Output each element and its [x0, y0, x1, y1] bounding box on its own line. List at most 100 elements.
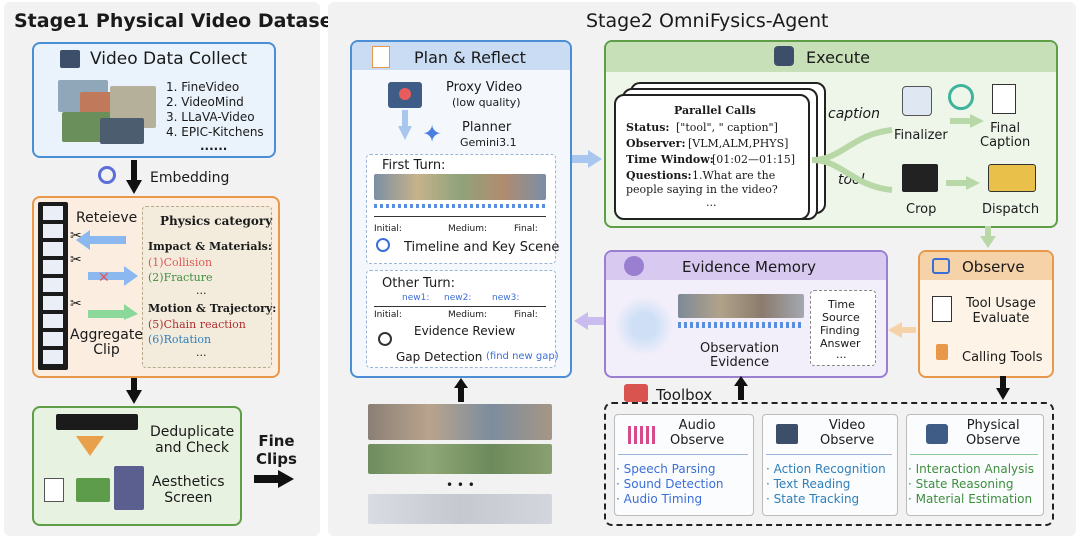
audio-item-1: · Speech Parsing — [616, 462, 716, 476]
timeline-icon — [376, 238, 390, 252]
dedup-label: Deduplicate and Check — [150, 424, 235, 456]
truck-icon — [988, 164, 1036, 192]
physical-observe-title: Physical Observe — [966, 418, 1021, 448]
document-icon — [992, 84, 1016, 114]
retrieve-label: Reteieve — [76, 210, 138, 226]
new3-label: new3: — [492, 293, 520, 303]
card-ellipsis: ... — [706, 196, 717, 209]
finalizer-label: Finalizer — [894, 128, 948, 143]
waveform — [678, 322, 804, 328]
observe-title: Observe — [962, 258, 1025, 276]
down-arrow — [398, 110, 412, 140]
crop-icon — [902, 164, 938, 192]
crop-label: Crop — [906, 202, 937, 217]
left-arrow — [888, 322, 916, 338]
parallel-card — [614, 94, 810, 220]
side-item-more: ... — [836, 348, 847, 361]
first-turn-box — [366, 154, 556, 264]
right-arrow — [950, 114, 984, 128]
proxy-video-sub: (low quality) — [452, 96, 521, 109]
source-3: 3. LLaVA-Video — [166, 110, 255, 124]
divider — [766, 454, 892, 455]
gap-detection-label: Gap Detection — [396, 350, 483, 364]
video-observe-title: Video Observe — [820, 418, 875, 448]
proxy-video-label: Proxy Video — [446, 80, 523, 95]
execute-header — [606, 42, 1056, 72]
other-turn-label: Other Turn: — [382, 276, 455, 291]
branch-arrows — [812, 127, 893, 193]
physics-more2: ... — [196, 346, 207, 359]
physics-item-chain: (5)Chain reaction — [148, 318, 246, 331]
audio-item-3: · Audio Timing — [616, 492, 703, 506]
scissors-icon: ✂ — [70, 252, 82, 268]
svg-text:✕: ✕ — [98, 270, 110, 286]
scissors-icon: ✂ — [70, 228, 82, 244]
physics-title: Physics category — [160, 214, 273, 228]
physics-item-rotation: (6)Rotation — [148, 333, 212, 346]
video-collect-title: Video Data Collect — [90, 49, 248, 69]
clipboard-icon — [932, 296, 952, 322]
physics-category-box — [142, 206, 272, 368]
magnifier-icon — [378, 332, 392, 346]
right-arrow — [572, 150, 602, 168]
waveform — [374, 204, 546, 208]
agent-icon — [774, 46, 794, 66]
timeline-line — [374, 306, 546, 307]
aggregate-label: Aggregate Clip — [70, 327, 143, 358]
tool-usage-label: Tool Usage Evaluate — [966, 296, 1036, 326]
observe-icon — [932, 258, 950, 274]
planner-label: Planner — [462, 120, 512, 135]
audio-item-2: · Sound Detection — [616, 477, 724, 491]
side-item-finding: Finding — [820, 324, 860, 337]
source-more: ...... — [200, 139, 228, 153]
dispatch-label: Dispatch — [982, 202, 1040, 217]
chatgpt-icon — [948, 84, 974, 110]
timeline-label: Timeline and Key Scene — [404, 240, 560, 255]
right-arrow — [946, 176, 980, 190]
stage2-title: Stage2 OmniFysics-Agent — [586, 10, 829, 32]
video-thumbnail — [76, 478, 110, 502]
timeline-line — [374, 216, 546, 217]
toolbox-icon — [624, 384, 648, 402]
new2-label: new2: — [444, 293, 472, 303]
observer-key: Observer: — [626, 137, 686, 150]
audio-observe-title: Audio Observe — [670, 418, 725, 448]
source-2: 2. VideoMind — [166, 95, 244, 109]
play-icon — [399, 88, 411, 100]
source-1: 1. FineVideo — [166, 80, 240, 94]
down-arrow — [126, 378, 142, 404]
questions-key: Questions: — [626, 169, 692, 182]
notepad-icon — [372, 46, 390, 68]
physical-item-2: · State Reasoning — [908, 477, 1014, 491]
embedding-label: Embedding — [150, 170, 230, 186]
filmstrip — [368, 494, 552, 524]
physics-group2: Motion & Trajectory: — [148, 302, 277, 315]
initial-label: Initial: — [374, 224, 402, 234]
new1-label: new1: — [402, 293, 430, 303]
memory-side-box — [810, 290, 876, 366]
divider — [910, 454, 1038, 455]
aesthetics-label: Aesthetics Screen — [152, 474, 225, 506]
questions-value: 1.What are the — [692, 169, 776, 182]
other-turn-box — [366, 270, 556, 368]
graph-network — [614, 296, 674, 356]
observation-evidence-label: Observation Evidence — [700, 341, 780, 370]
initial-label-2: Initial: — [374, 310, 402, 320]
up-arrow — [734, 376, 748, 400]
up-arrow — [454, 378, 468, 402]
scissors-icon: ✂ — [70, 296, 82, 312]
stage1-title: Stage1 Physical Video Dataset — [14, 10, 342, 32]
final-caption-label: Final Caption — [980, 121, 1031, 150]
observe-header — [920, 252, 1052, 280]
physics-group1: Impact & Materials: — [148, 240, 272, 253]
checklist-icon — [44, 478, 64, 502]
physics-item-fracture: (2)Fracture — [148, 271, 213, 284]
video-thumbnail — [100, 118, 144, 144]
planner-sub: Gemini3.1 — [460, 136, 517, 149]
status-key: Status: — [626, 121, 670, 134]
first-turn-label: First Turn: — [382, 158, 446, 173]
physics-more1: ... — [196, 284, 207, 297]
toolbox-title: Toolbox — [656, 386, 713, 404]
medium-label: Medium: — [448, 224, 488, 234]
side-item-source: Source — [822, 311, 860, 324]
